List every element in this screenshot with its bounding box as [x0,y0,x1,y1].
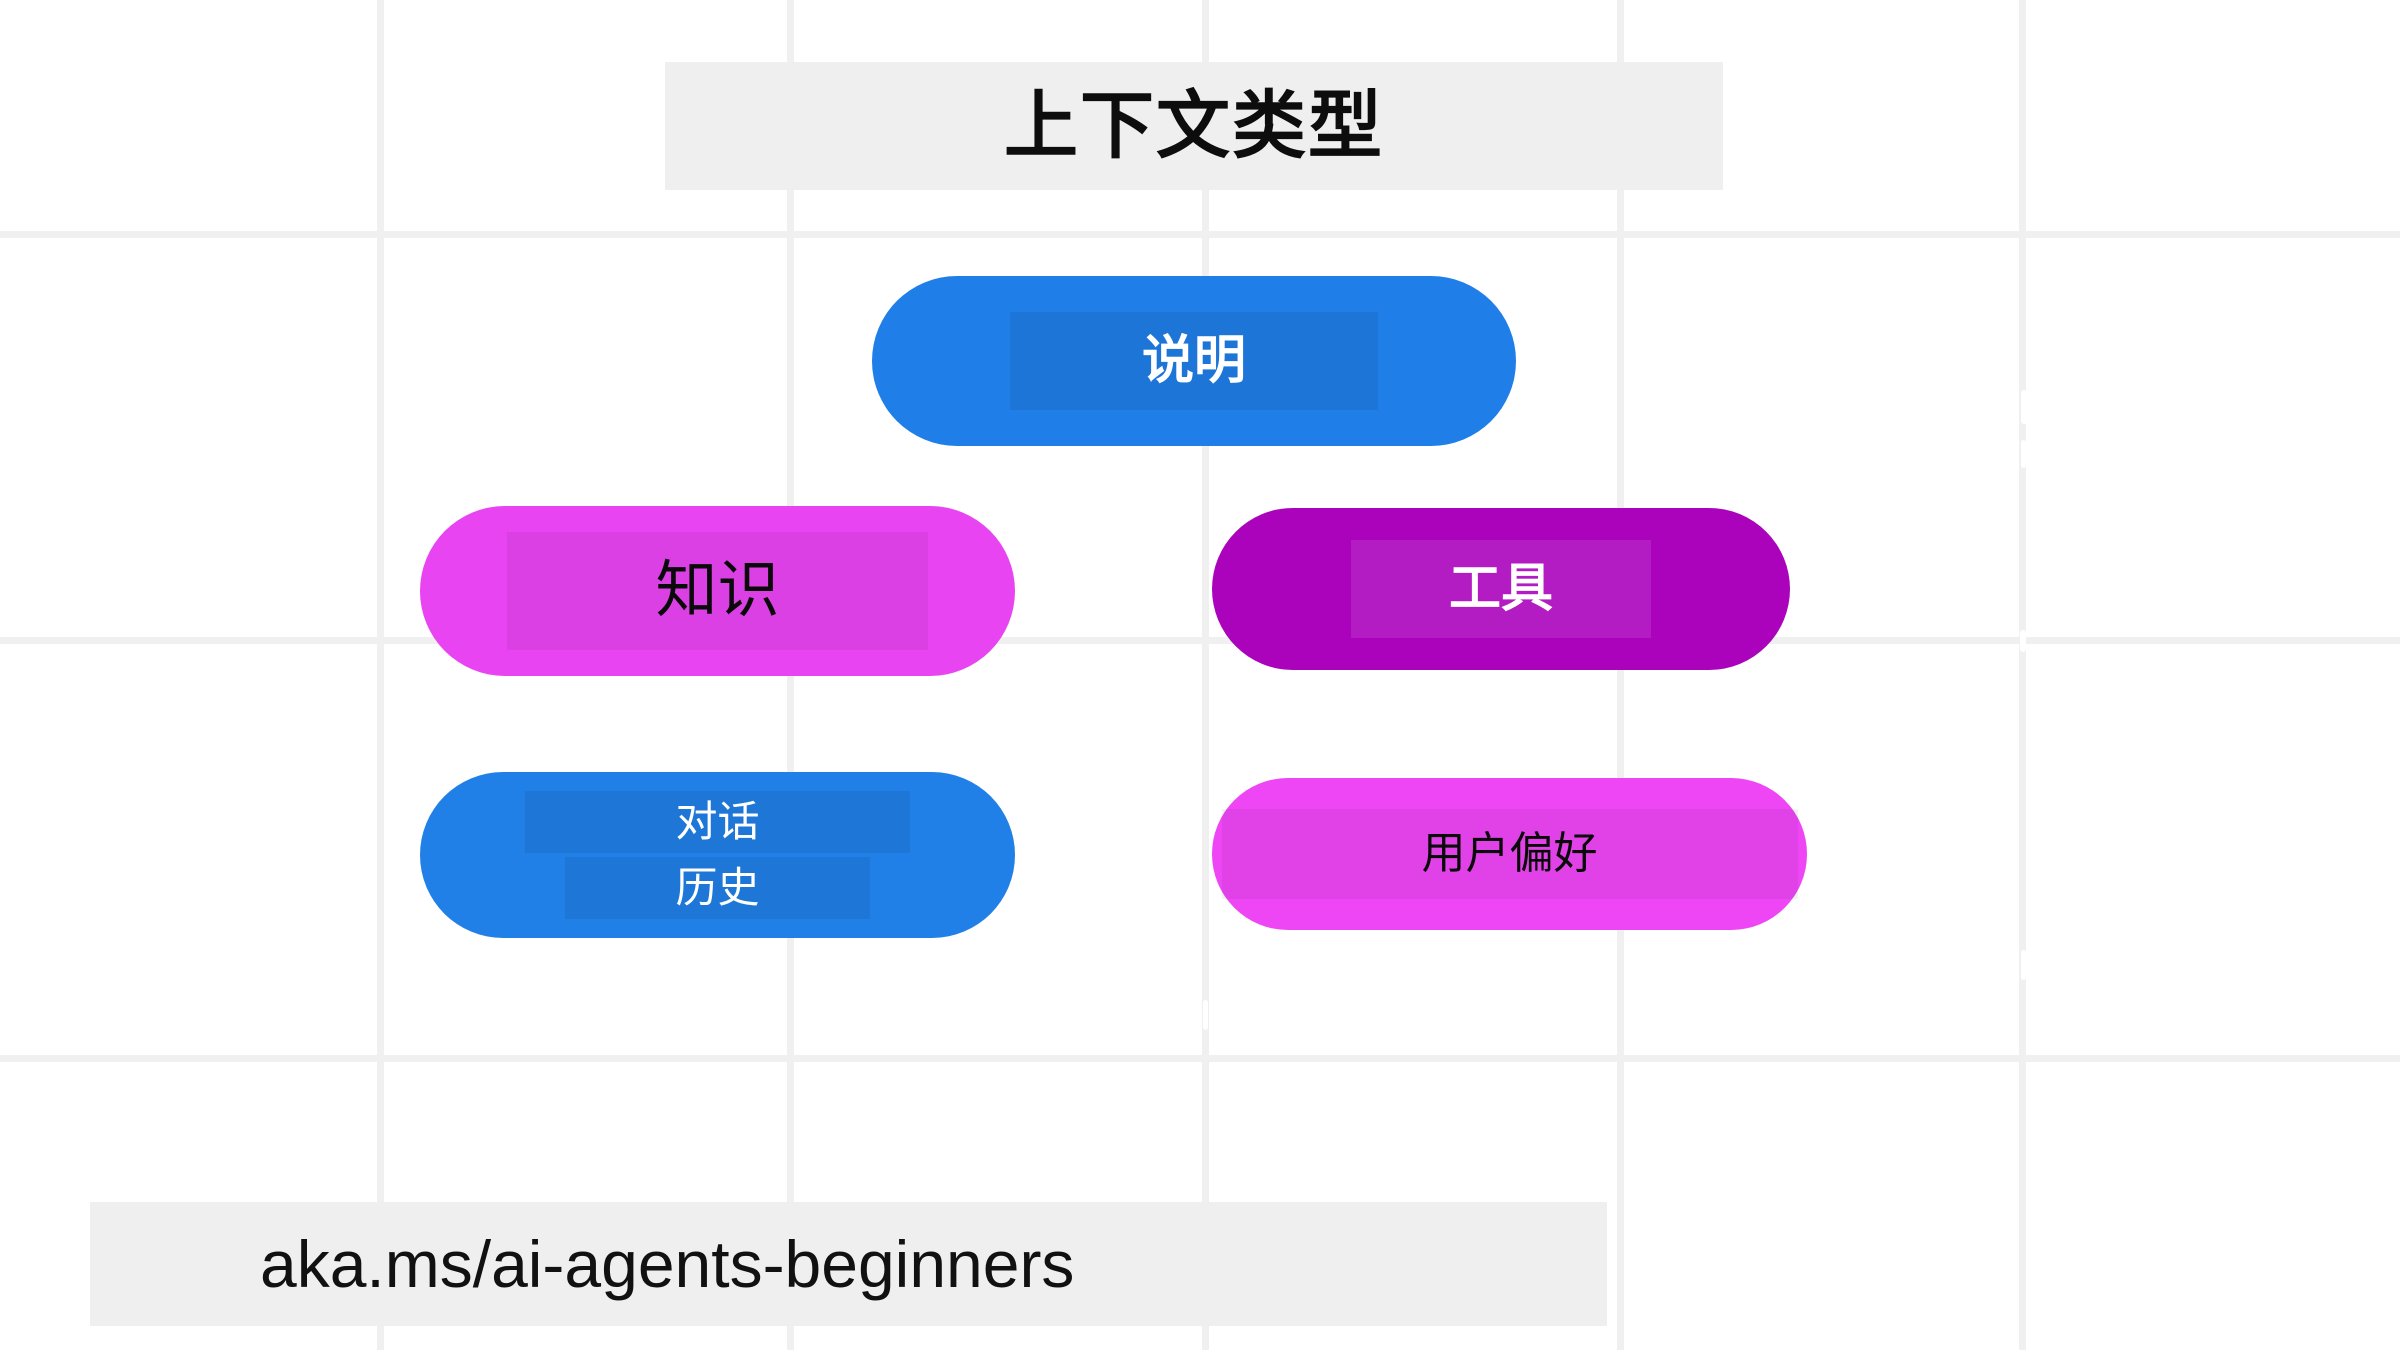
node-user-preferences[interactable]: 用户偏好 [1212,778,1807,930]
node-tools-label: 工具 [1350,539,1651,639]
erase-artifact [2021,390,2027,424]
footer-highlight-band: aka.ms/ai-agents-beginners [90,1202,1607,1326]
node-instructions-label: 说明 [1009,311,1378,411]
erase-artifact [1203,1000,1208,1030]
footer-url: aka.ms/ai-agents-beginners [260,1227,1075,1301]
node-conversation-history-label-group: 对话 历史 [525,791,910,919]
gridline-vertical [377,0,384,1350]
node-user-preferences-label: 用户偏好 [1221,808,1798,900]
gridline-vertical [1202,0,1209,1350]
node-tools[interactable]: 工具 [1212,508,1790,670]
gridline-vertical [2019,0,2026,1350]
node-conversation-history-label-line-1: 对话 [525,791,910,853]
erase-artifact [2021,950,2026,980]
node-conversation-history[interactable]: 对话 历史 [420,772,1015,938]
node-knowledge[interactable]: 知识 [420,506,1015,676]
node-conversation-history-label-line-2: 历史 [565,857,870,919]
title-highlight-band: 上下文类型 [665,62,1723,190]
gridline-horizontal [0,231,2400,238]
gridline-horizontal [0,1055,2400,1062]
page-title: 上下文类型 [1004,84,1384,167]
erase-artifact [2021,440,2026,468]
erase-artifact [2020,630,2026,652]
node-knowledge-label: 知识 [507,532,928,650]
node-instructions[interactable]: 说明 [872,276,1516,446]
gridline-vertical [1617,0,1624,1350]
gridline-horizontal [0,637,2400,644]
